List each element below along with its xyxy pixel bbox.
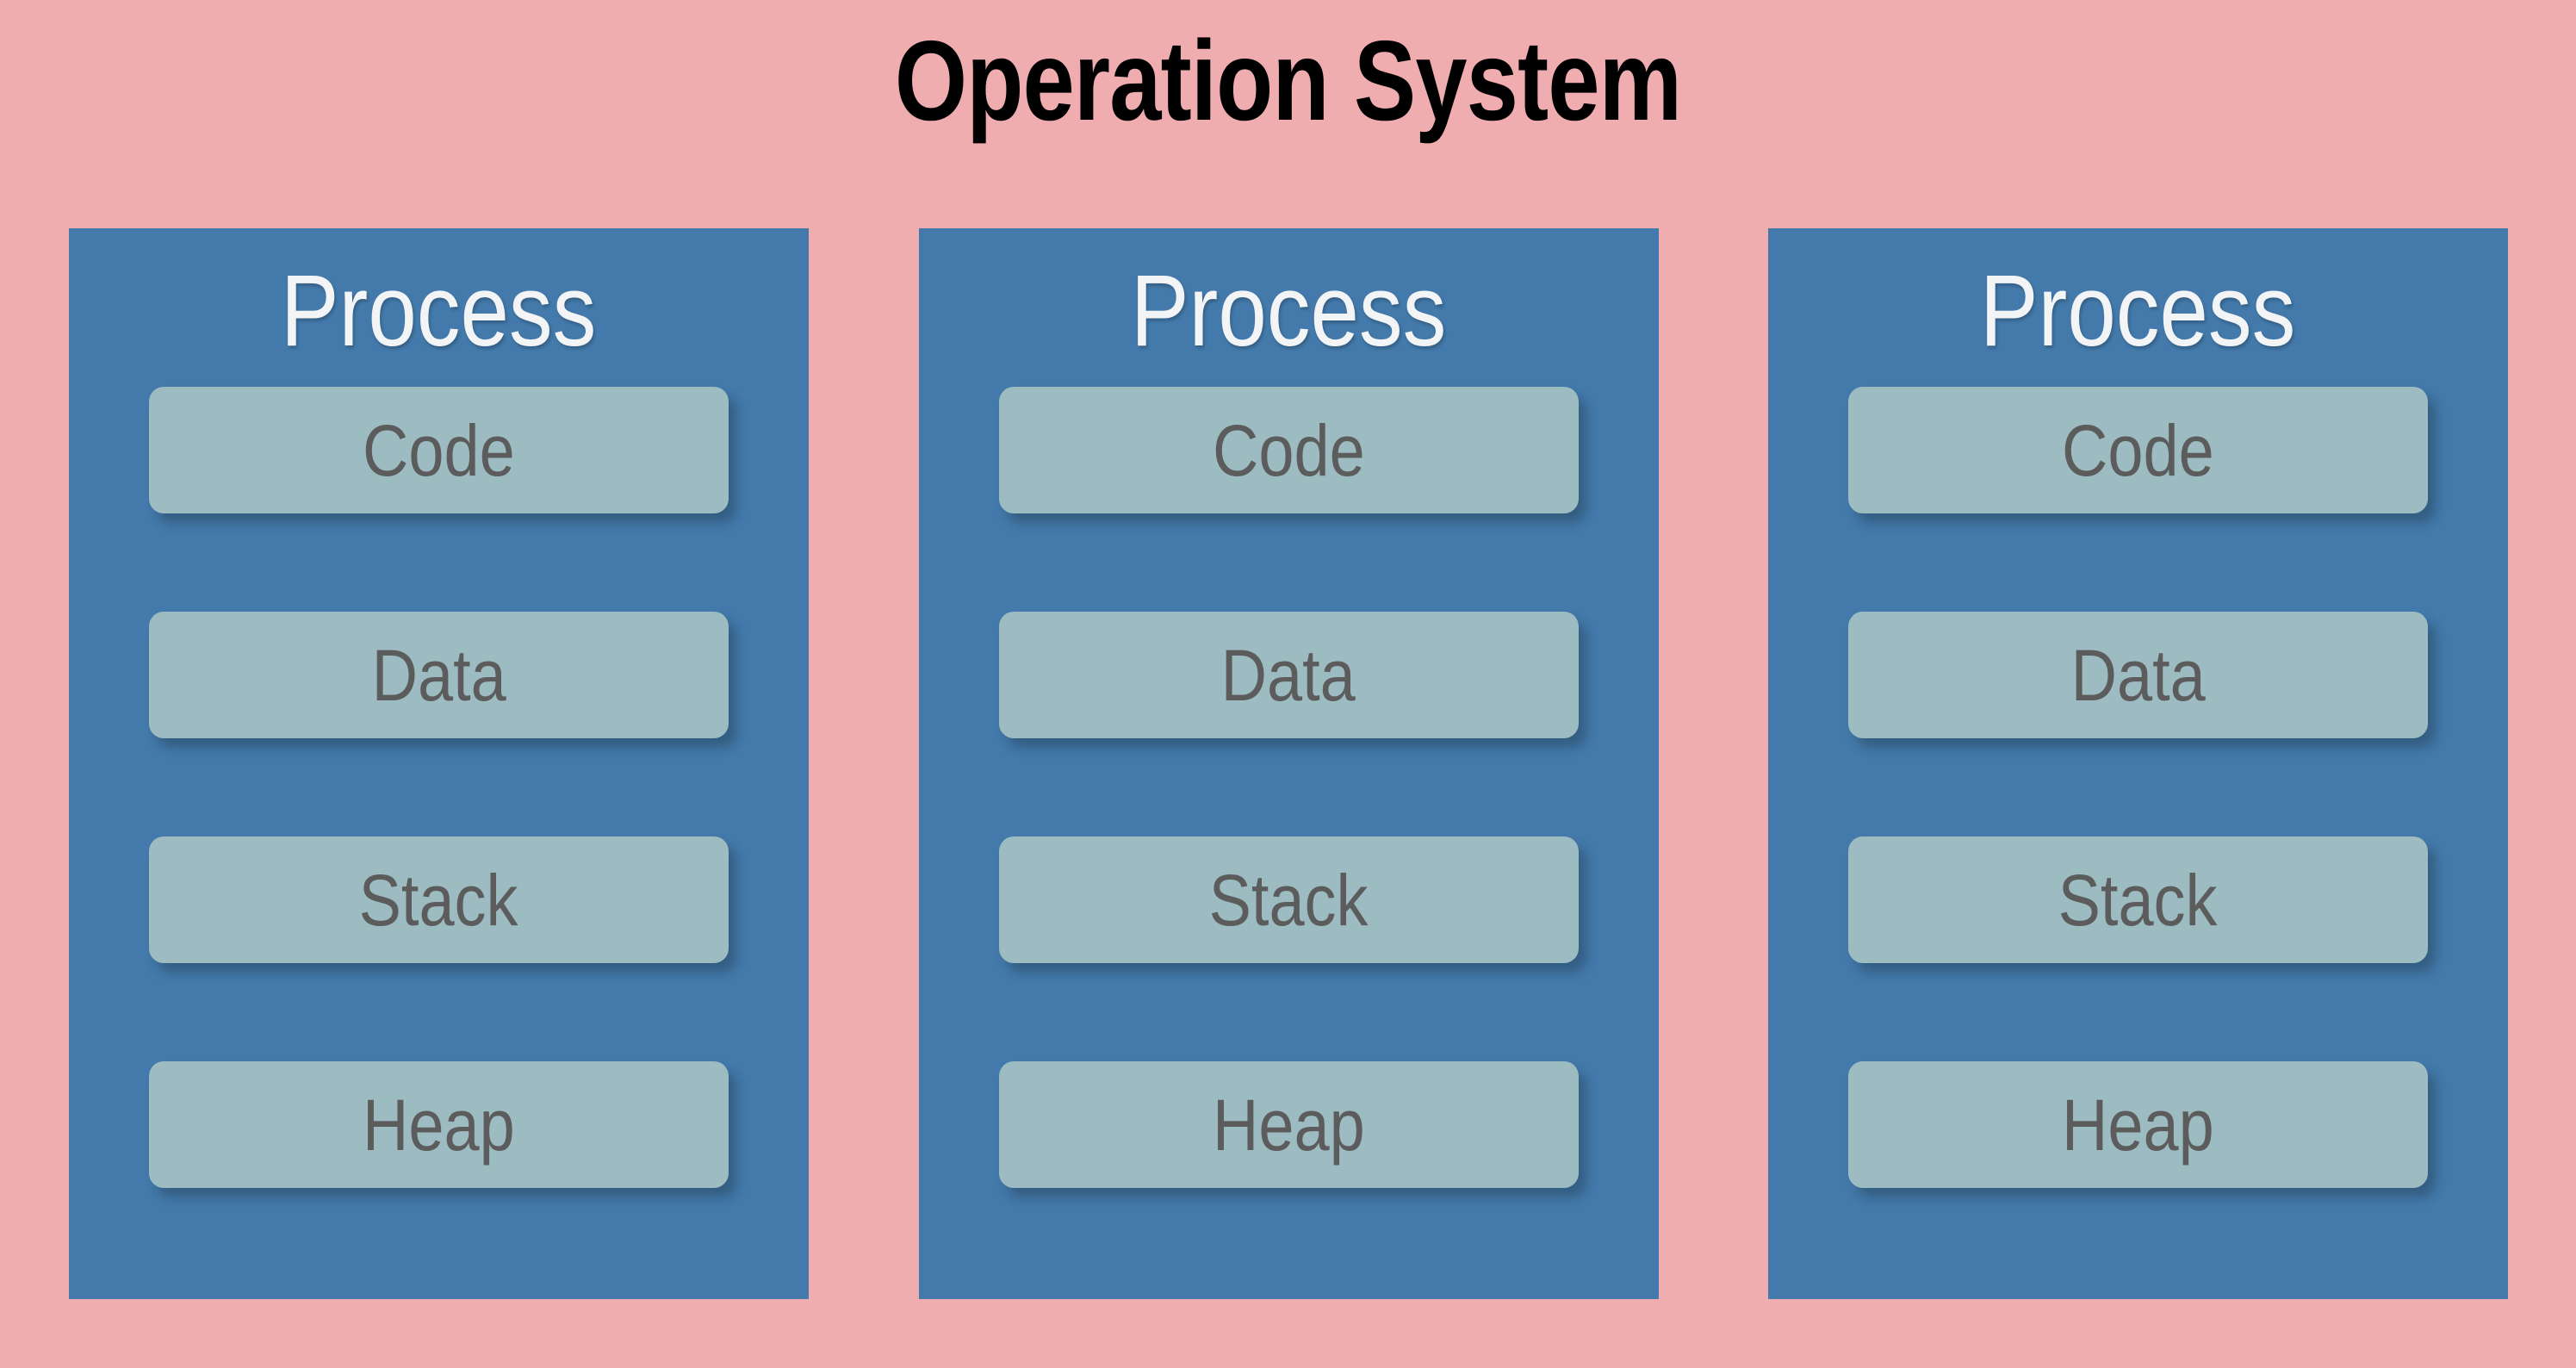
memory-segment-label: Code (2062, 409, 2214, 491)
memory-segment-list: Code Data Stack Heap (919, 387, 1659, 1188)
memory-segment-label: Stack (1208, 859, 1369, 941)
memory-segment-label: Code (363, 409, 515, 491)
memory-segment-stack: Stack (998, 836, 1579, 963)
page-title: Operation System (894, 17, 1682, 144)
process-panel-1: Process Code Data Stack Heap (69, 228, 809, 1299)
memory-segment-data: Data (149, 612, 729, 738)
memory-segment-label: Data (1220, 634, 1356, 716)
memory-segment-label: Data (371, 634, 506, 716)
memory-segment-code: Code (149, 387, 729, 513)
memory-segment-code: Code (998, 387, 1579, 513)
process-panel-2: Process Code Data Stack Heap (918, 228, 1659, 1299)
memory-segment-label: Stack (2058, 859, 2218, 941)
memory-segment-list: Code Data Stack Heap (69, 387, 809, 1188)
memory-segment-label: Stack (359, 859, 518, 941)
memory-segment-heap: Heap (1848, 1061, 2428, 1188)
memory-segment-label: Data (2070, 634, 2206, 716)
memory-segment-data: Data (998, 612, 1579, 738)
process-heading: Process (281, 254, 597, 368)
memory-segment-label: Heap (1212, 1084, 1365, 1166)
process-heading: Process (1980, 254, 2296, 368)
process-list: Process Code Data Stack Heap Process (69, 228, 2508, 1299)
memory-segment-heap: Heap (998, 1061, 1579, 1188)
memory-segment-label: Code (1212, 409, 1365, 491)
memory-segment-code: Code (1848, 387, 2428, 513)
memory-segment-stack: Stack (1848, 836, 2428, 963)
memory-segment-stack: Stack (149, 836, 729, 963)
process-panel-3: Process Code Data Stack Heap (1768, 228, 2508, 1299)
memory-segment-data: Data (1848, 612, 2428, 738)
process-heading: Process (1130, 254, 1447, 368)
memory-segment-heap: Heap (149, 1061, 729, 1188)
memory-segment-label: Heap (2062, 1084, 2214, 1166)
memory-segment-label: Heap (363, 1084, 515, 1166)
memory-segment-list: Code Data Stack Heap (1768, 387, 2508, 1188)
